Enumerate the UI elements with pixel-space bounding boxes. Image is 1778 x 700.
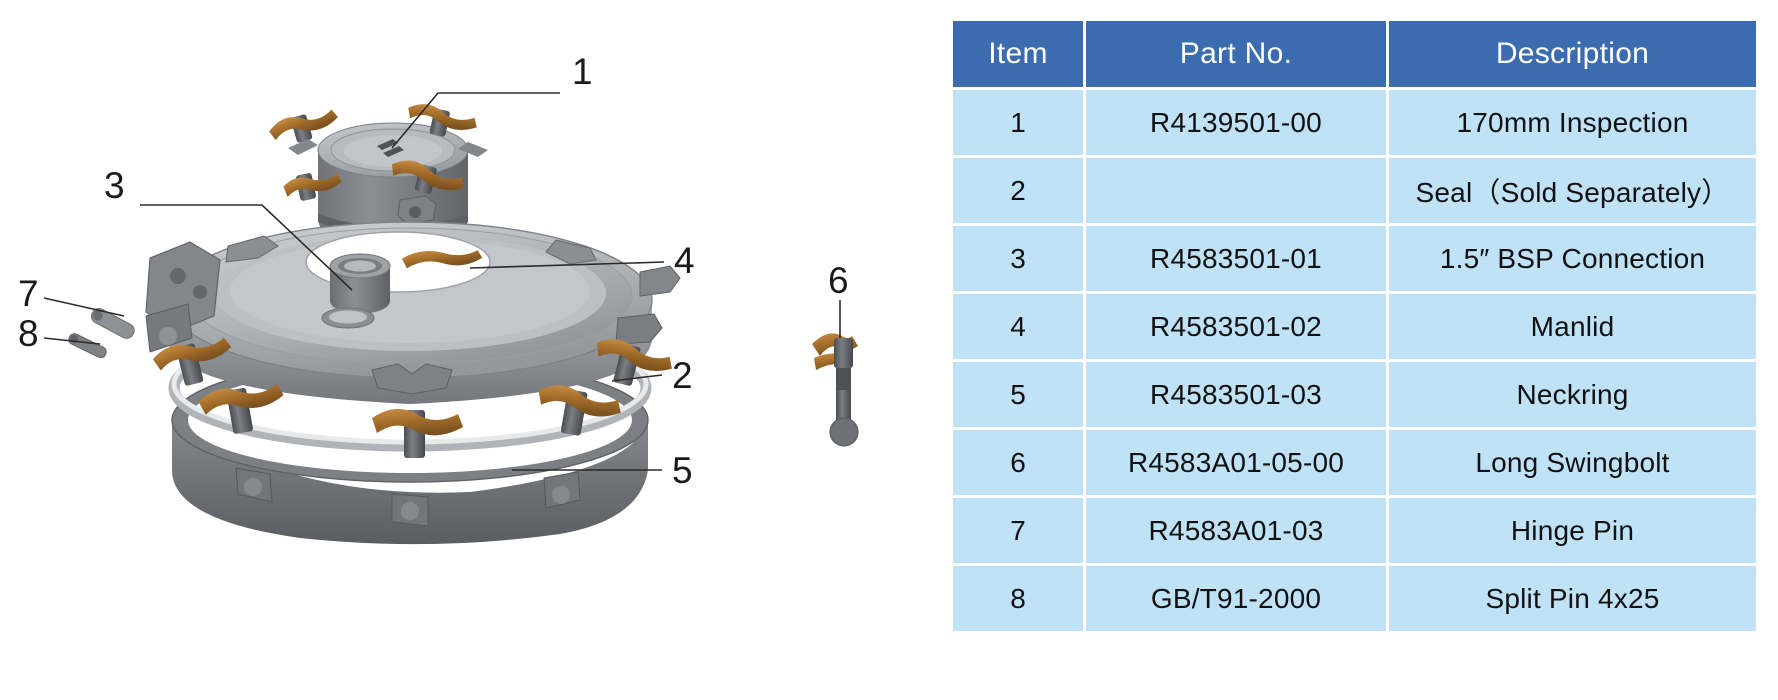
cell-item: 1 — [953, 90, 1083, 155]
manlid-hinge-bracket — [145, 241, 221, 353]
part-split-pin — [68, 333, 107, 359]
callout-8: 8 — [18, 313, 101, 354]
cell-item: 4 — [953, 294, 1083, 359]
cell-item: 3 — [953, 226, 1083, 291]
callout-3-label: 3 — [104, 165, 125, 206]
callout-5: 5 — [512, 450, 693, 491]
table-row: 3 R4583501-01 1.5″ BSP Connection — [953, 226, 1756, 291]
part-bsp-connection — [329, 253, 391, 314]
cell-description: Neckring — [1389, 362, 1756, 427]
cell-description: Long Swingbolt — [1389, 430, 1756, 495]
callout-7: 7 — [18, 273, 125, 317]
table-row: 8 GB/T91-2000 Split Pin 4x25 — [953, 566, 1756, 631]
column-header-part-no: Part No. — [1086, 21, 1386, 87]
part-manlid — [145, 221, 681, 404]
cell-part-no: R4583501-01 — [1086, 226, 1386, 291]
callout-2-label: 2 — [672, 355, 693, 396]
callout-4: 4 — [469, 240, 695, 281]
table-header-row: Item Part No. Description — [953, 21, 1756, 87]
callout-6-label: 6 — [828, 260, 849, 301]
cell-part-no — [1086, 158, 1386, 223]
callout-1: 1 — [391, 51, 593, 149]
parts-table: Item Part No. Description 1 R4139501-00 … — [950, 18, 1759, 634]
cell-description: 170mm Inspection — [1389, 90, 1756, 155]
cell-part-no: R4583501-02 — [1086, 294, 1386, 359]
cell-part-no: R4583A01-03 — [1086, 498, 1386, 563]
callout-2: 2 — [611, 355, 693, 396]
cell-description: Hinge Pin — [1389, 498, 1756, 563]
inspection-swingbolt-group — [269, 104, 477, 201]
cell-part-no: GB/T91-2000 — [1086, 566, 1386, 631]
column-header-description: Description — [1389, 21, 1756, 87]
table-row: 4 R4583501-02 Manlid — [953, 294, 1756, 359]
table-row: 6 R4583A01-05-00 Long Swingbolt — [953, 430, 1756, 495]
callout-3: 3 — [104, 165, 353, 291]
exploded-assembly-illustration: 1 2 3 4 5 — [18, 51, 859, 545]
cell-item: 6 — [953, 430, 1083, 495]
cell-part-no: R4583A01-05-00 — [1086, 430, 1386, 495]
cell-description: Seal（Sold Separately） — [1389, 158, 1756, 223]
callout-8-label: 8 — [18, 313, 39, 354]
part-long-swingbolt — [812, 333, 859, 447]
manlid-side-lugs — [225, 235, 681, 345]
table-row: 5 R4583501-03 Neckring — [953, 362, 1756, 427]
parts-table-container: Item Part No. Description 1 R4139501-00 … — [950, 18, 1756, 634]
callout-4-label: 4 — [674, 240, 695, 281]
table-row: 2 Seal（Sold Separately） — [953, 158, 1756, 223]
inspection-cover-hinge — [397, 195, 437, 225]
cell-part-no: R4139501-00 — [1086, 90, 1386, 155]
cell-part-no: R4583501-03 — [1086, 362, 1386, 427]
callout-7-label: 7 — [18, 273, 39, 314]
cell-item: 2 — [953, 158, 1083, 223]
callout-1-label: 1 — [572, 51, 593, 92]
table-row: 1 R4139501-00 170mm Inspection — [953, 90, 1756, 155]
cell-description: Split Pin 4x25 — [1389, 566, 1756, 631]
callout-6: 6 — [828, 260, 849, 338]
cell-item: 5 — [953, 362, 1083, 427]
cell-description: Manlid — [1389, 294, 1756, 359]
cell-item: 7 — [953, 498, 1083, 563]
column-header-item: Item — [953, 21, 1083, 87]
cell-description: 1.5″ BSP Connection — [1389, 226, 1756, 291]
cell-item: 8 — [953, 566, 1083, 631]
table-row: 7 R4583A01-03 Hinge Pin — [953, 498, 1756, 563]
part-hinge-pin — [90, 307, 135, 339]
callout-5-label: 5 — [672, 450, 693, 491]
swingbolt-group-main — [152, 337, 672, 458]
